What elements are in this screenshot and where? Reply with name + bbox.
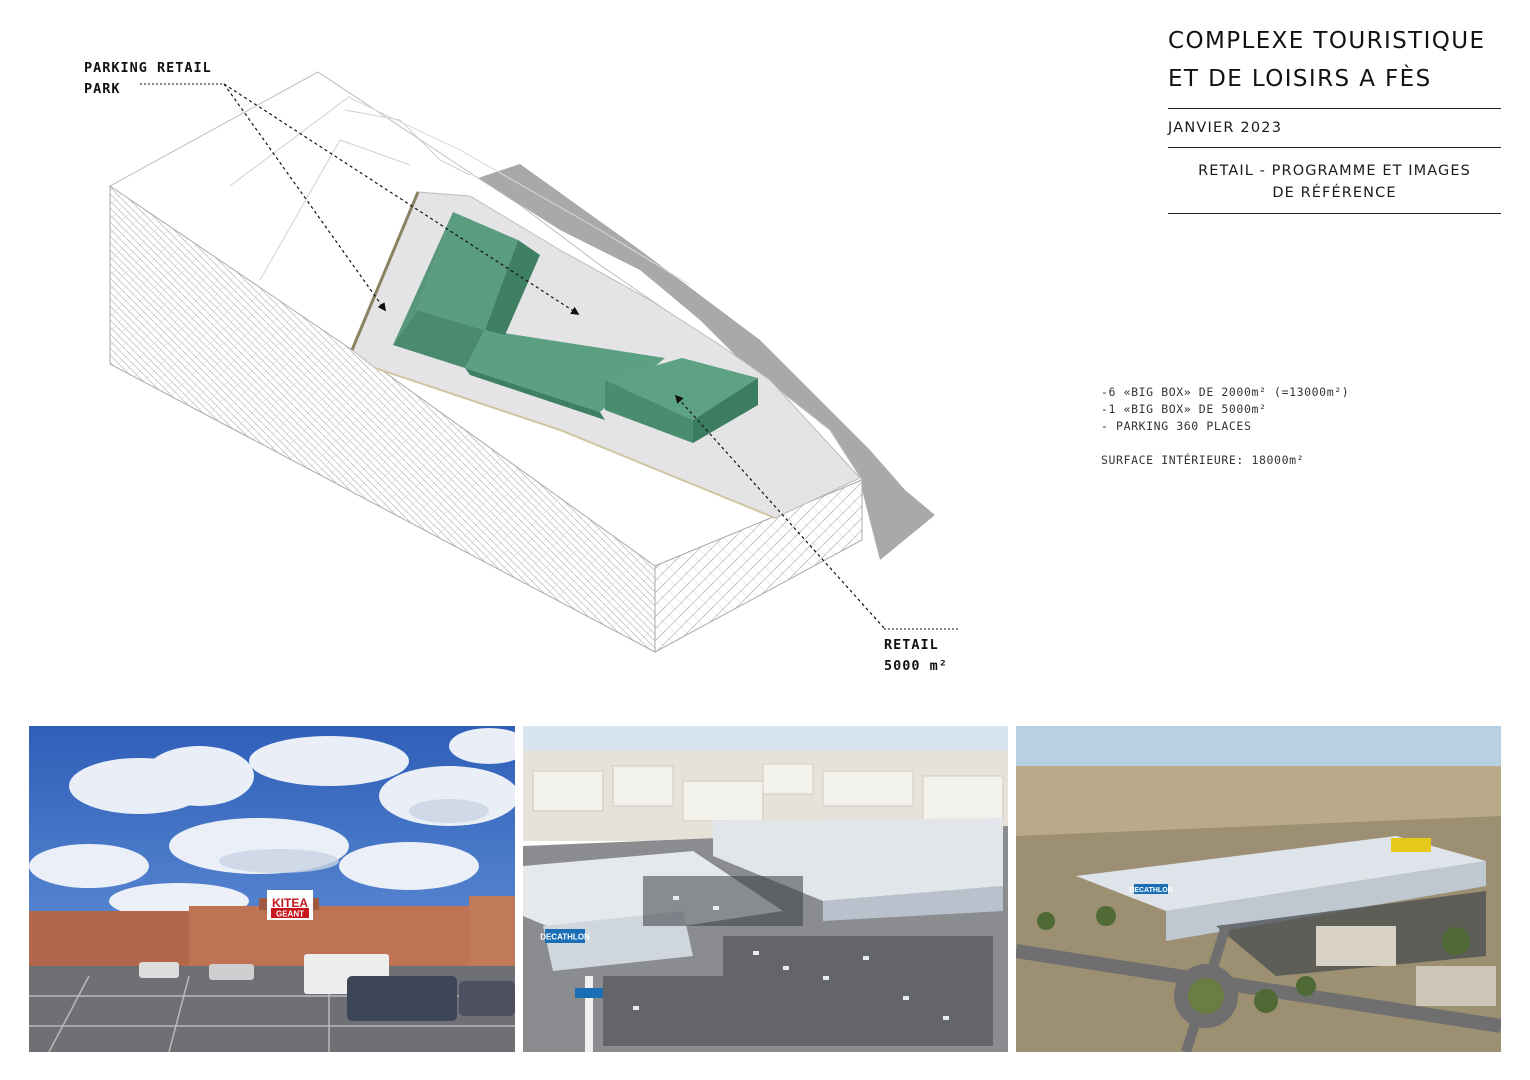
retail-big-box-front [605, 380, 693, 443]
project-title-line-1: COMPLEXE TOURISTIQUE [1168, 28, 1486, 54]
callout-parking-retail-park: PARKING RETAIL PARK [84, 58, 212, 100]
decathlon-sign-2: DECATHLON [1129, 887, 1172, 894]
callout-retail-line-2: 5000 m² [884, 658, 948, 674]
sheet-subtitle: RETAIL - PROGRAMME ET IMAGES DE RÉFÉRENC… [1168, 160, 1501, 204]
title-block: COMPLEXE TOURISTIQUE ET DE LOISIRS A FÈS… [1168, 22, 1501, 214]
program-list: -6 «BIG BOX» DE 2000m² (=13000m²) -1 «BI… [1101, 384, 1349, 469]
decathlon-sign-1: DECATHLON [540, 933, 590, 942]
callout-retail-line-1: RETAIL [884, 637, 939, 653]
sheet-subtitle-line-2: DE RÉFÉRENCE [1272, 185, 1397, 201]
terrain-shadow [478, 164, 935, 560]
date-divider [1168, 147, 1501, 148]
project-date: JANVIER 2023 [1168, 120, 1283, 136]
project-title-line-2: ET DE LOISIRS A FÈS [1168, 66, 1432, 92]
callout-retail: RETAIL 5000 m² [884, 635, 948, 677]
retail-big-box-top [605, 358, 758, 420]
callout-parking-line-2: PARK [84, 81, 121, 97]
program-item-big-box-5000: -1 «BIG BOX» DE 5000m² [1101, 402, 1267, 416]
leader-parking-arrow-1 [223, 83, 386, 312]
title-divider [1168, 108, 1501, 109]
program-item-parking: - PARKING 360 PLACES [1101, 419, 1252, 433]
retail-building-wing-top [417, 212, 518, 330]
leader-retail-arrow [674, 394, 885, 629]
sheet-subtitle-line-1: RETAIL - PROGRAMME ET IMAGES [1198, 163, 1471, 179]
reference-photo-retail-park-ground: KITEA GEANT [29, 726, 515, 1052]
subtitle-divider [1168, 213, 1501, 214]
program-item-big-box-2000: -6 «BIG BOX» DE 2000m² (=13000m²) [1101, 385, 1350, 399]
reference-photo-aerial-retail-2: DECATHLON [1016, 726, 1501, 1052]
reference-photo-aerial-retail-1: DECATHLON [523, 726, 1008, 1052]
kitea-sign: KITEA [272, 896, 308, 910]
kitea-sign-geant: GEANT [276, 910, 304, 919]
site-axonometric-diagram [109, 71, 958, 653]
program-surface: SURFACE INTÉRIEURE: 18000m² [1101, 453, 1305, 467]
leader-parking-arrow-2 [223, 83, 580, 315]
callout-parking-line-1: PARKING RETAIL [84, 60, 212, 76]
retail-building-wing-side [393, 310, 485, 368]
